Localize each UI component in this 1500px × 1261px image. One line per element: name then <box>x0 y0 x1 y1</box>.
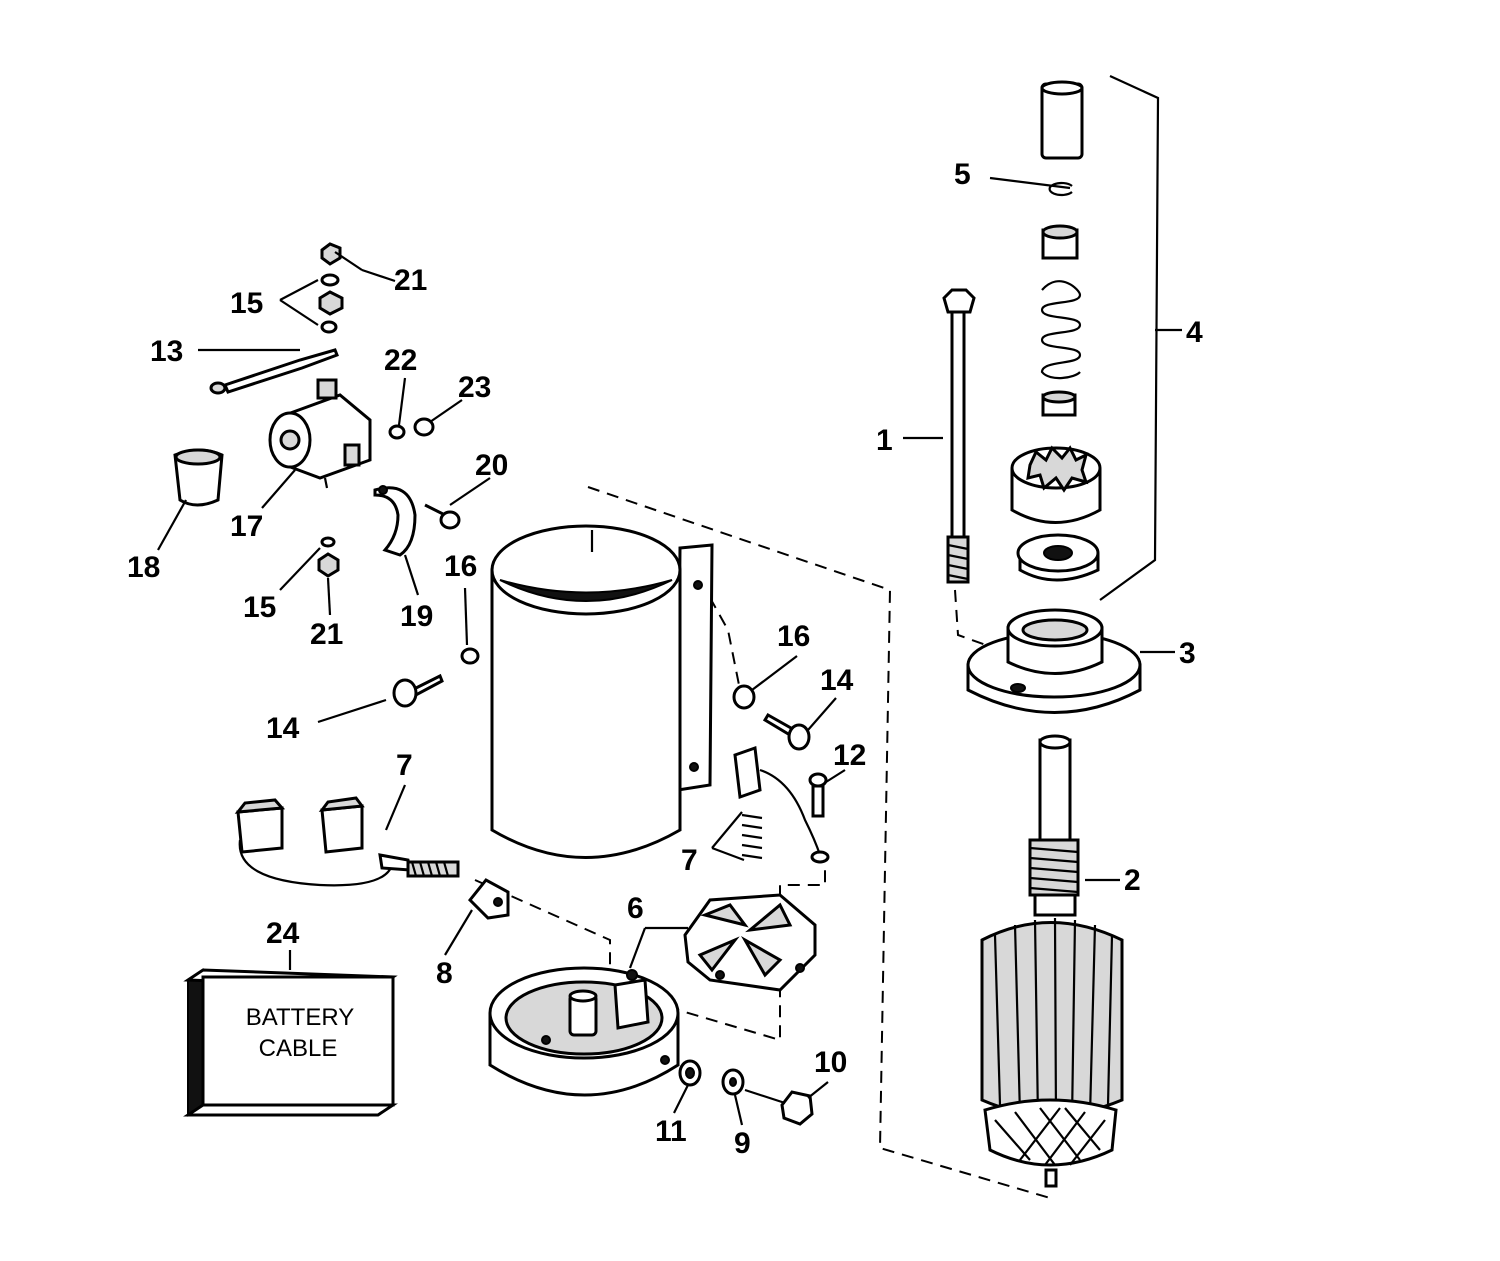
callout-11: 11 <box>655 1115 687 1148</box>
callout-labels: 1 2 3 4 5 6 7 7 8 9 10 11 12 13 14 14 15… <box>127 158 1203 1160</box>
callout-14-left: 14 <box>266 712 300 745</box>
battery-box-line1: BATTERY <box>246 1004 354 1031</box>
callout-20: 20 <box>475 449 508 482</box>
callout-21-bottom: 21 <box>310 618 343 651</box>
brush-left-part <box>234 796 460 887</box>
drive-end-cap-part <box>966 608 1142 714</box>
callout-23: 23 <box>458 371 491 404</box>
callout-6: 6 <box>627 892 644 925</box>
callout-16-right: 16 <box>777 620 810 653</box>
callout-5: 5 <box>954 158 971 191</box>
callout-2: 2 <box>1124 864 1141 897</box>
callout-7-left: 7 <box>396 749 413 782</box>
callout-14-right: 14 <box>820 664 854 697</box>
small-hardware-parts <box>209 242 828 818</box>
solenoid-part <box>268 378 372 489</box>
callout-8: 8 <box>436 957 453 990</box>
callout-18: 18 <box>127 551 160 584</box>
leader-lines <box>157 176 1182 1126</box>
motor-frame-part <box>490 524 714 859</box>
callout-22: 22 <box>384 344 417 377</box>
callout-15-top: 15 <box>230 287 263 320</box>
callout-24: 24 <box>266 917 300 950</box>
commutator-end-cap-part <box>488 966 680 1097</box>
callout-7-right: 7 <box>681 844 698 877</box>
callout-19: 19 <box>400 600 433 633</box>
callout-4: 4 <box>1186 316 1203 349</box>
armature-part <box>980 734 1124 1188</box>
callout-17: 17 <box>230 510 263 543</box>
through-bolt-part <box>942 288 976 584</box>
brush-right-part <box>733 745 830 864</box>
callout-3: 3 <box>1179 637 1196 670</box>
washer-nut-parts <box>678 1059 814 1126</box>
solenoid-boot-part <box>173 448 224 507</box>
battery-box-line2: CABLE <box>259 1035 338 1062</box>
callout-16-left: 16 <box>444 550 477 583</box>
callout-21-top: 21 <box>394 264 427 297</box>
screw-20-part <box>424 503 461 530</box>
callout-10: 10 <box>814 1046 847 1079</box>
item-4-bracket <box>1099 75 1160 601</box>
drive-assembly-part <box>1010 80 1102 582</box>
brush-holder-part <box>683 893 817 992</box>
battery-cable-box: BATTERY CABLE <box>183 968 398 1117</box>
clip-part <box>467 878 510 920</box>
callout-13: 13 <box>150 335 183 368</box>
callout-1: 1 <box>876 424 893 457</box>
callout-12: 12 <box>833 739 866 772</box>
callout-9: 9 <box>734 1127 751 1160</box>
bracket-19-part <box>373 485 417 557</box>
callout-15-bottom: 15 <box>243 591 276 624</box>
